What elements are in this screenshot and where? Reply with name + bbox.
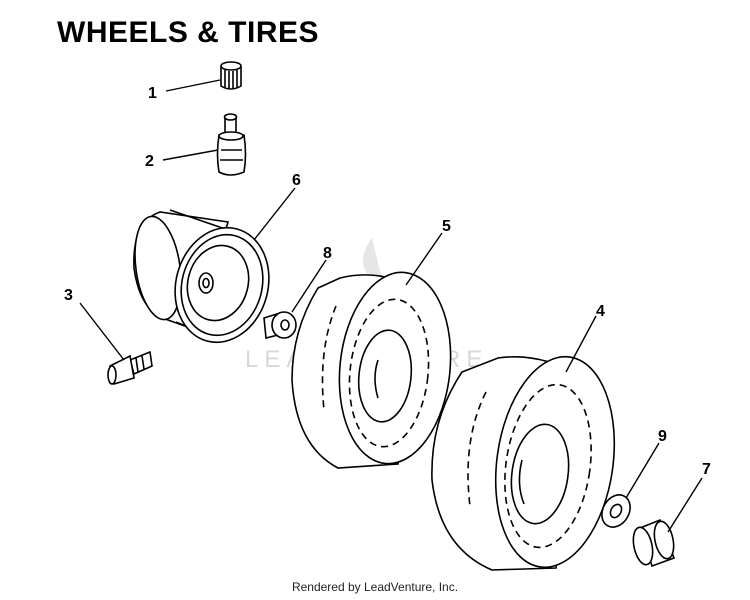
callout-2: 2 [145, 153, 154, 170]
diagram-title: WHEELS & TIRES [57, 16, 320, 49]
leader-line-8 [291, 259, 327, 313]
leader-line-2 [162, 149, 219, 161]
flange-bushing-drawing[interactable] [263, 311, 297, 340]
leader-line-9 [625, 442, 660, 499]
wheel-rim-drawing[interactable] [129, 209, 281, 353]
callout-3: 3 [64, 287, 73, 304]
leader-line-5 [405, 232, 443, 286]
footer-credit: Rendered by LeadVenture, Inc. [291, 580, 459, 594]
callout-7: 7 [702, 461, 711, 478]
leader-line-4 [565, 315, 597, 373]
front-tire-drawing[interactable] [291, 267, 460, 469]
callout-6: 6 [292, 172, 301, 189]
rear-tire-drawing[interactable] [431, 349, 627, 575]
callout-5: 5 [442, 218, 451, 235]
leader-line-1 [165, 79, 221, 92]
callout-8: 8 [323, 245, 332, 262]
valve-cap-drawing[interactable] [220, 61, 242, 90]
bushing-drawing[interactable] [630, 518, 677, 568]
bolt-drawing[interactable] [107, 350, 153, 386]
washer-drawing[interactable] [596, 490, 636, 532]
leader-line-6 [253, 187, 296, 241]
callout-numbers: 1 2 3 4 5 6 7 8 9 [64, 85, 711, 478]
callout-9: 9 [658, 428, 667, 445]
leader-line-7 [667, 477, 703, 533]
valve-stem-drawing[interactable] [216, 113, 247, 176]
leader-line-3 [79, 302, 125, 361]
leader-lines [79, 79, 703, 533]
callout-4: 4 [596, 303, 605, 320]
callout-1: 1 [148, 85, 157, 102]
